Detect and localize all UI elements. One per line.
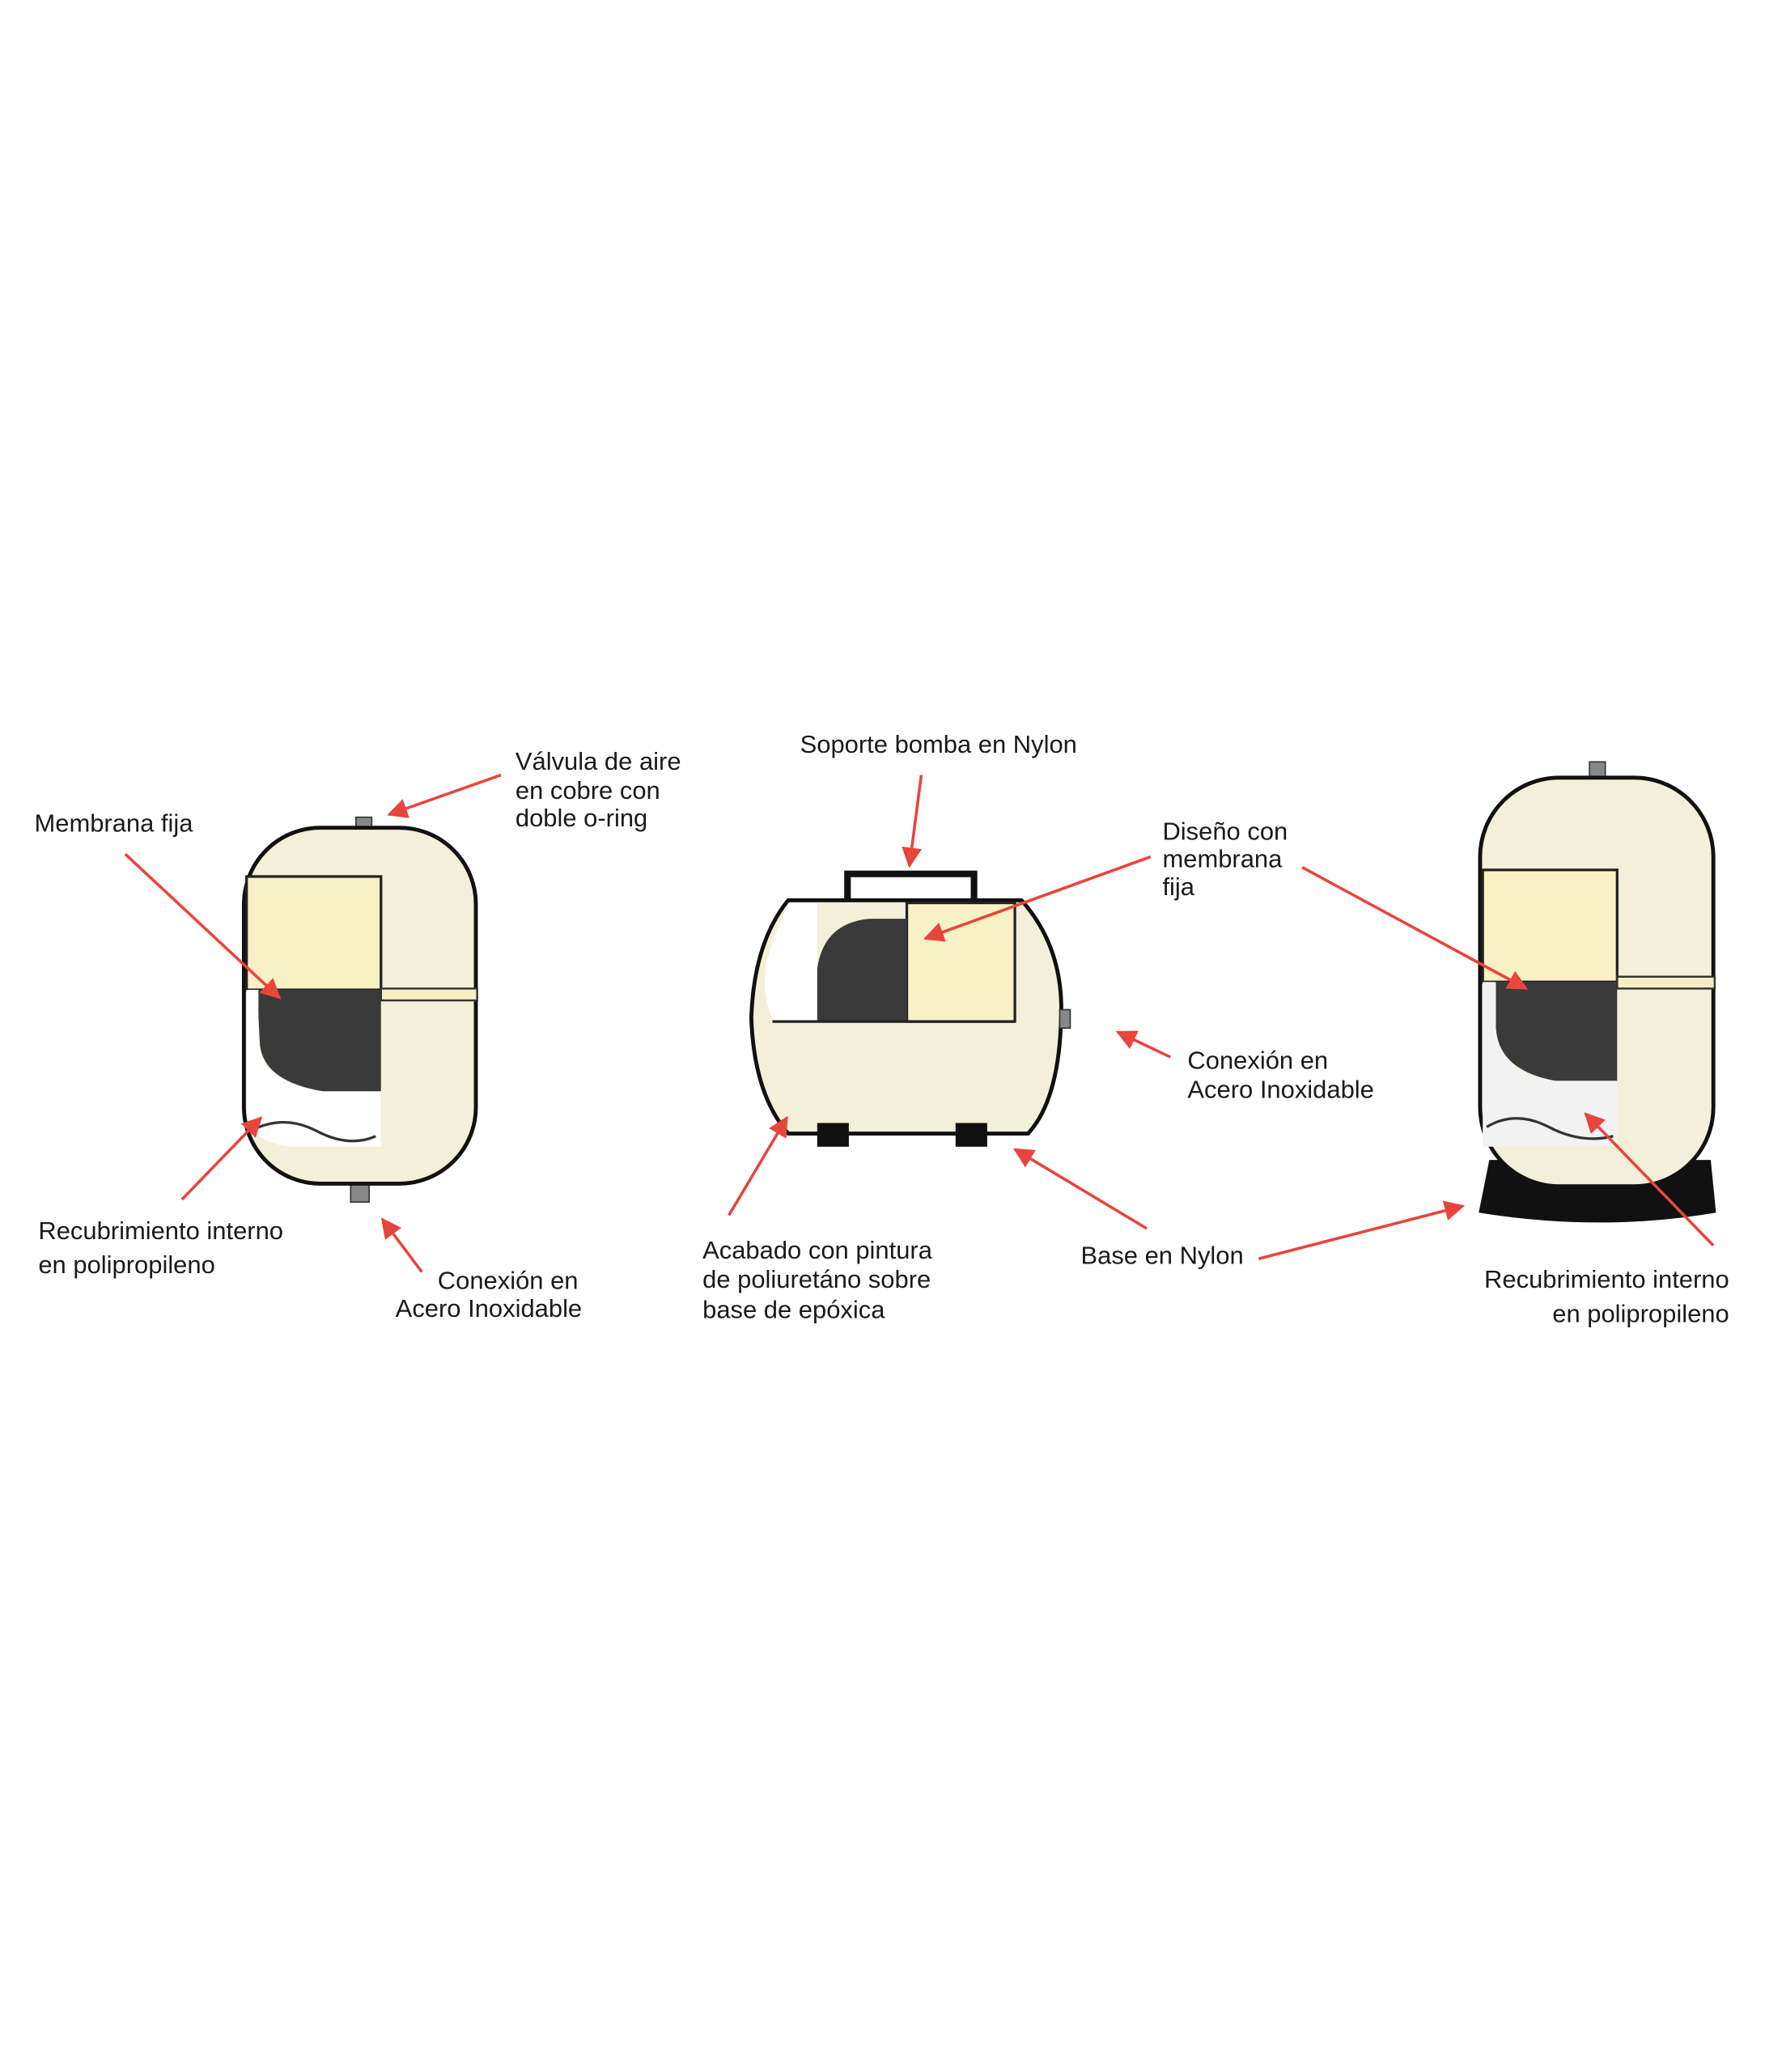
membrane xyxy=(1496,982,1618,1081)
arrow-support xyxy=(902,775,923,868)
arrow-membrane-right xyxy=(1301,865,1529,990)
finish-label-1: Acabado con pintura xyxy=(702,1236,933,1264)
lining-right-label-1: Recubrimiento interno xyxy=(1484,1265,1729,1293)
arrow-base-right xyxy=(1258,1200,1466,1260)
foot-right xyxy=(955,1123,987,1147)
connection-left-label-1: Conexión en xyxy=(438,1267,579,1295)
arrow-membrane xyxy=(124,852,282,1000)
lining-right-label-2: en polipropileno xyxy=(1552,1299,1729,1327)
finish-label-3: base de epóxica xyxy=(702,1295,885,1323)
valve-label-1: Válvula de aire xyxy=(516,747,681,775)
support-label: Soporte bomba en Nylon xyxy=(800,730,1077,758)
valve-label-3: doble o-ring xyxy=(516,804,647,832)
connection-mid-label-2: Acero Inoxidable xyxy=(1187,1076,1373,1104)
water-chamber xyxy=(764,902,817,1022)
arrow-finish xyxy=(728,1115,788,1216)
arrow-connection-left xyxy=(380,1217,423,1273)
side-connection xyxy=(1059,1008,1071,1030)
labels: Válvula de aire en cobre con doble o-rin… xyxy=(34,730,1729,1328)
design-label-2: membrana xyxy=(1162,845,1283,873)
membrane xyxy=(257,990,381,1092)
arrow-base-mid xyxy=(1012,1148,1148,1230)
standing-tank xyxy=(1478,761,1716,1223)
air-chamber xyxy=(245,875,383,991)
connection-left-label-2: Acero Inoxidable xyxy=(396,1294,582,1323)
water-chamber xyxy=(1483,982,1618,1147)
valve-label-2: en cobre con xyxy=(516,776,660,805)
arrow-lining-left xyxy=(180,1116,263,1201)
design-label-3: fija xyxy=(1162,873,1194,901)
band xyxy=(1616,975,1716,990)
arrow-valve xyxy=(387,773,502,818)
callout-arrows xyxy=(124,773,1715,1273)
air-chamber xyxy=(905,901,1016,1023)
finish-label-2: de poliuretáno sobre xyxy=(702,1265,931,1293)
design-label-1: Diseño con xyxy=(1162,817,1288,845)
base-label: Base en Nylon xyxy=(1081,1242,1244,1270)
arrow-design xyxy=(923,855,1152,942)
membrane-label: Membrana fija xyxy=(34,809,193,838)
lining-left-label-1: Recubrimiento interno xyxy=(38,1216,283,1245)
foot-left xyxy=(817,1123,849,1147)
band xyxy=(380,987,478,1002)
horizontal-tank xyxy=(749,870,1071,1147)
lining-left-label-2: en polipropileno xyxy=(38,1250,214,1279)
water-chamber xyxy=(246,990,381,1147)
arrow-connection-mid xyxy=(1115,1030,1172,1059)
vertical-tank xyxy=(241,816,478,1204)
membrane xyxy=(817,902,907,1022)
connection-mid-label-1: Conexión en xyxy=(1187,1047,1328,1075)
air-chamber xyxy=(1481,868,1619,983)
arrow-lining-right xyxy=(1584,1112,1715,1247)
